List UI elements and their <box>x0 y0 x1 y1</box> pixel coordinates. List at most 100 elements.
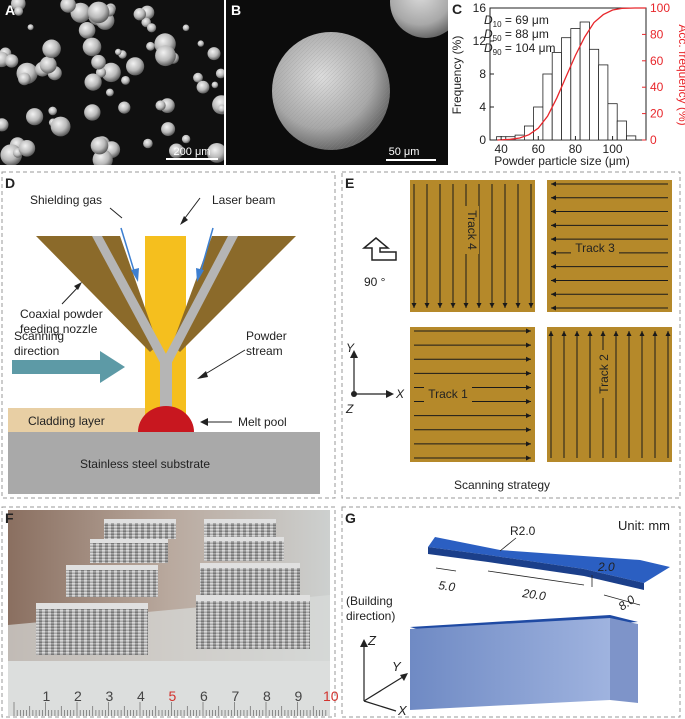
panel-b-letter: B <box>231 2 241 18</box>
sem-particle <box>70 2 91 23</box>
sem-particle <box>121 76 130 85</box>
deposited-block-front <box>410 618 610 710</box>
unit-label: Unit: mm <box>618 518 670 533</box>
sample-stack-row3-right <box>200 563 300 595</box>
substrate <box>8 432 320 494</box>
ruler-number: 9 <box>295 688 303 704</box>
c-y2-tick-label: 20 <box>650 107 664 121</box>
scanning-direction-label-line1: Scanning <box>14 329 64 343</box>
sample-stack-row3-left <box>66 565 158 597</box>
sem-particle <box>0 118 9 132</box>
c-x-tick-label: 60 <box>532 142 546 156</box>
ruler-number: 10 <box>323 688 338 704</box>
sem-particle <box>4 54 19 68</box>
sem-particle <box>147 23 157 33</box>
sem-particle <box>161 122 176 137</box>
sample-stack-front-right <box>196 595 310 649</box>
panel-f-letter: F <box>5 510 14 526</box>
histogram-bar <box>588 48 600 141</box>
sem-particle-top-right <box>390 0 448 38</box>
histogram-bar <box>561 37 572 141</box>
nozzle-left <box>36 236 158 352</box>
sem-particle <box>90 136 109 155</box>
sem-particle <box>42 39 61 59</box>
ruler-number: 3 <box>106 688 114 704</box>
laser-beam-label: Laser beam <box>212 193 275 207</box>
g-axis-z-label: Z <box>367 633 377 648</box>
c-y2-tick-label: 40 <box>650 80 664 94</box>
c-ylabel: Frequency (%) <box>450 36 464 115</box>
building-direction-line2: direction) <box>346 609 395 623</box>
ruler <box>8 661 330 716</box>
track-4-label: Track 4 <box>465 210 479 250</box>
panel-g-specimen-drawing: G Unit: mm R2.0 5.0 20.0 2.0 8.0 (Buildi… <box>341 506 681 718</box>
sem-particle <box>217 104 224 113</box>
histogram-bar <box>607 103 618 141</box>
g-axis-y-label: Y <box>392 659 402 674</box>
melt-pool <box>138 406 194 432</box>
scanning-direction-arrow <box>12 351 125 383</box>
powder-stream-left <box>92 236 172 370</box>
track-2-label: Track 2 <box>597 354 611 394</box>
sem-particle <box>193 72 203 83</box>
panel-d-letter: D <box>5 175 15 191</box>
sem-particle <box>215 68 224 79</box>
histogram-bar <box>542 73 553 141</box>
c-x-tick-label: 100 <box>603 142 623 156</box>
c-ylabel-right: Acc. frequency (%) <box>676 24 685 125</box>
sem-particle <box>196 80 210 94</box>
nozzle-label-line2: feeding nozzle <box>20 322 98 336</box>
sem-particle <box>87 1 110 24</box>
panel-d-schematic: D Stainless steel substrate Cladding lay… <box>1 171 336 499</box>
cladding-layer-label: Cladding layer <box>28 414 105 428</box>
substrate-label: Stainless steel substrate <box>80 457 210 471</box>
shielding-gas-arrow-right <box>199 227 214 275</box>
sem-particle <box>101 62 121 83</box>
sample-stack-front-left <box>36 603 148 655</box>
ruler-number: 7 <box>232 688 240 704</box>
c-y2-tick-label: 60 <box>650 54 664 68</box>
scale-bar-b-label: 50 μm <box>389 146 420 158</box>
axis-y-label: Y <box>346 341 355 355</box>
c-y2-tick-label: 80 <box>650 27 664 41</box>
sem-particle <box>118 101 131 114</box>
powder-stream-label-line1: Powder <box>246 329 287 343</box>
shielding-gas-label: Shielding gas <box>30 193 102 207</box>
sem-particle <box>27 24 34 31</box>
ruler-number: 4 <box>137 688 145 704</box>
sem-particle <box>143 138 153 149</box>
sem-particle <box>181 134 191 144</box>
melt-pool-label: Melt pool <box>238 415 287 429</box>
dim-20-label: 20.0 <box>521 586 547 603</box>
sem-particle <box>211 81 219 89</box>
axis-z-label: Z <box>345 402 354 416</box>
dim-2-label: 2.0 <box>597 560 615 574</box>
dim-8-label: 8.0 <box>616 592 638 613</box>
c-y2-tick-label: 0 <box>650 133 657 147</box>
histogram-bar <box>579 21 590 141</box>
panel-c-letter: C <box>452 1 462 17</box>
scanning-strategy-caption: Scanning strategy <box>454 478 550 492</box>
sem-particle <box>11 0 26 11</box>
nozzle-label-line1: Coaxial powder <box>20 307 103 321</box>
sem-particle <box>60 0 76 13</box>
sem-particle <box>18 72 31 86</box>
sem-particle <box>155 45 176 67</box>
sem-particle <box>50 116 71 137</box>
c-annotation: D50 = 88 μm <box>484 27 549 43</box>
c-y-tick-label: 8 <box>479 67 486 81</box>
sem-particle <box>169 143 184 159</box>
sem-particle <box>126 57 145 76</box>
sem-particle <box>197 40 204 47</box>
powder-stream-center <box>160 362 172 410</box>
c-y-tick-label: 16 <box>473 1 487 15</box>
sem-particle <box>18 140 36 157</box>
sem-particle <box>115 48 122 56</box>
histogram-bar <box>598 64 609 141</box>
c-xlabel: Powder particle size (μm) <box>494 154 630 168</box>
sem-particle <box>78 22 96 39</box>
sem-particle <box>82 37 102 57</box>
